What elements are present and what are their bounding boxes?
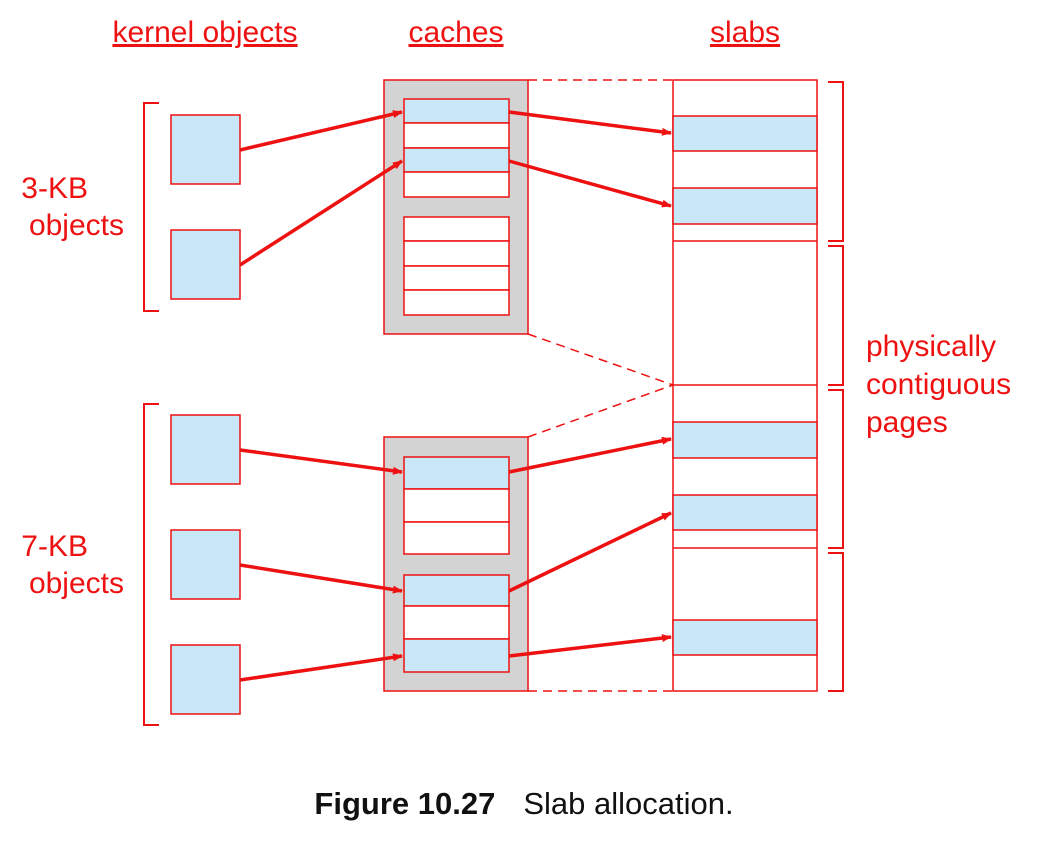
slabs-column xyxy=(672,79,818,692)
cache-slot xyxy=(403,216,510,242)
group-7kb-label-line2: objects xyxy=(29,567,124,600)
arrow-cache-to-slab xyxy=(508,159,672,208)
cache-slot xyxy=(403,456,510,490)
kernel-object-7kb-3 xyxy=(170,644,241,715)
slab-object-allocated xyxy=(672,115,818,152)
cache-slot xyxy=(403,605,510,640)
arrow-cache-to-slab xyxy=(508,511,672,593)
slab-object-allocated xyxy=(672,187,818,225)
arrow-object-to-cache xyxy=(239,110,403,152)
bracket-3kb-objects xyxy=(143,102,159,312)
arrow-object-to-cache xyxy=(239,653,403,682)
arrow-object-to-cache xyxy=(239,159,403,267)
figure-title: Slab allocation. xyxy=(523,786,734,821)
cache-slot xyxy=(403,171,510,198)
group-3kb-label-line1: 3-KB xyxy=(21,172,88,205)
group-3kb-label-line2: objects xyxy=(29,209,124,242)
header-kernel-objects: kernel objects xyxy=(112,16,297,49)
page-bracket-2 xyxy=(828,245,844,386)
kernel-objects xyxy=(170,114,241,715)
group-7kb-label-line1: 7-KB xyxy=(21,530,88,563)
cache-slot xyxy=(403,122,510,149)
cache-3kb-slab-1 xyxy=(403,98,510,198)
arrow-object-to-cache xyxy=(239,448,403,475)
cache-slot xyxy=(403,147,510,173)
cache-slot xyxy=(403,289,510,316)
cache-7kb-slab-1 xyxy=(403,456,510,555)
cache-slot xyxy=(403,521,510,555)
kernel-object-3kb-1 xyxy=(170,114,241,185)
kernel-object-7kb-1 xyxy=(170,414,241,485)
figure-caption: Figure 10.27 Slab allocation. xyxy=(0,786,1048,822)
page-brackets xyxy=(828,81,844,692)
dashed-line-top-cache-bottom xyxy=(527,333,674,386)
cache-3kb xyxy=(383,79,529,335)
cache-3kb-slab-2 xyxy=(403,216,510,316)
page-bracket-4 xyxy=(828,552,844,692)
pages-label-line2: contiguous xyxy=(866,368,1011,401)
dashed-line-bottom-cache-top xyxy=(527,384,674,438)
cache-slot xyxy=(403,574,510,607)
cache-7kb-slab-2 xyxy=(403,574,510,673)
slab-object-allocated xyxy=(672,619,818,656)
cache-slot xyxy=(403,488,510,523)
cache-slot xyxy=(403,265,510,291)
pages-label-line1: physically xyxy=(866,330,996,363)
slab-object-allocated xyxy=(672,421,818,459)
arrow-object-to-cache xyxy=(239,563,403,594)
arrow-cache-to-slab xyxy=(508,634,672,658)
cache-slot xyxy=(403,240,510,267)
cache-slot xyxy=(403,98,510,124)
page-bracket-1 xyxy=(828,81,844,242)
arrow-cache-to-slab xyxy=(508,436,672,474)
bracket-7kb-objects xyxy=(143,403,159,726)
pages-label-line3: pages xyxy=(866,406,948,439)
arrow-cache-to-slab xyxy=(508,110,672,136)
page-bracket-3 xyxy=(828,389,844,549)
header-caches: caches xyxy=(408,16,503,49)
figure-number: Figure 10.27 xyxy=(314,786,496,821)
cache-slab-dashed-connectors xyxy=(527,79,674,692)
header-slabs: slabs xyxy=(710,16,780,49)
mapping-arrows xyxy=(239,110,672,682)
cache-7kb xyxy=(383,436,529,692)
cache-slot xyxy=(403,638,510,673)
slab-object-allocated xyxy=(672,494,818,531)
kernel-object-7kb-2 xyxy=(170,529,241,600)
kernel-object-3kb-2 xyxy=(170,229,241,300)
